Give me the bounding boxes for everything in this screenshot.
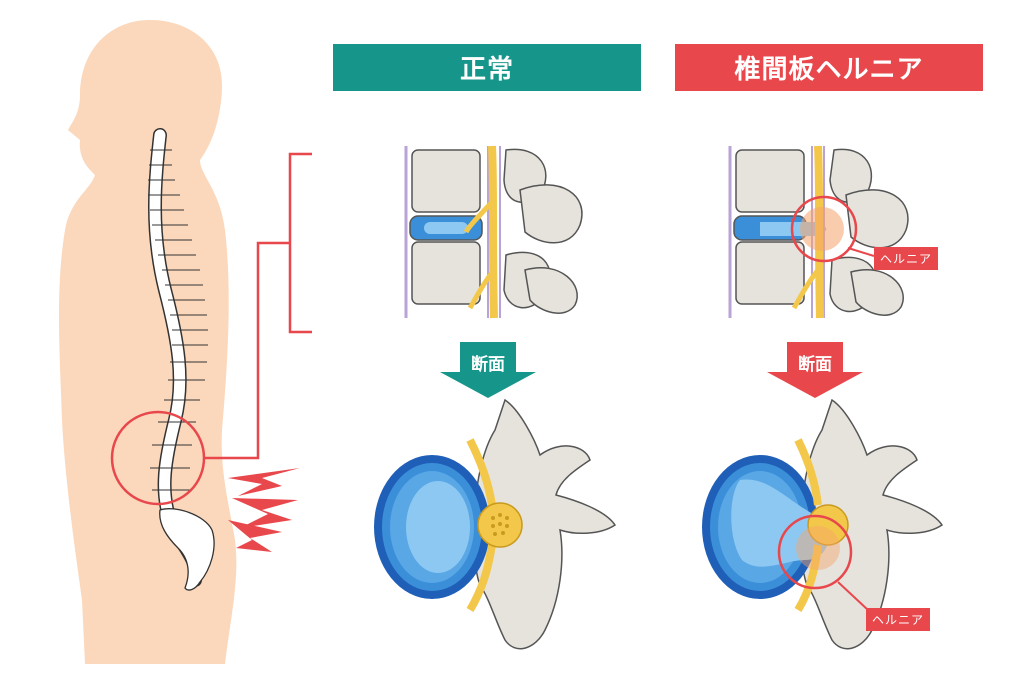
normal-header: 正常 [333,44,641,91]
normal-section-label: 断面 [471,355,505,375]
hernia-cross-section [702,398,944,650]
connector-line [204,241,290,460]
hernia-cross-tag: ヘルニア [866,608,931,631]
hernia-header: 椎間板ヘルニア [675,44,983,91]
down-arrow-icon [440,342,536,398]
normal-cross-section [374,398,617,650]
pain-lightning-icon [228,468,300,552]
normal-section-arrow: 断面 [440,342,536,398]
bracket [288,152,312,334]
hernia-side-view [728,145,909,319]
normal-side-view [404,145,583,319]
spine-column [148,128,215,591]
down-arrow-icon [767,342,863,398]
hernia-section-arrow: 断面 [767,342,863,398]
hernia-section-label: 断面 [798,355,832,375]
body-silhouette [58,20,237,664]
hernia-side-tag: ヘルニア [874,247,939,270]
